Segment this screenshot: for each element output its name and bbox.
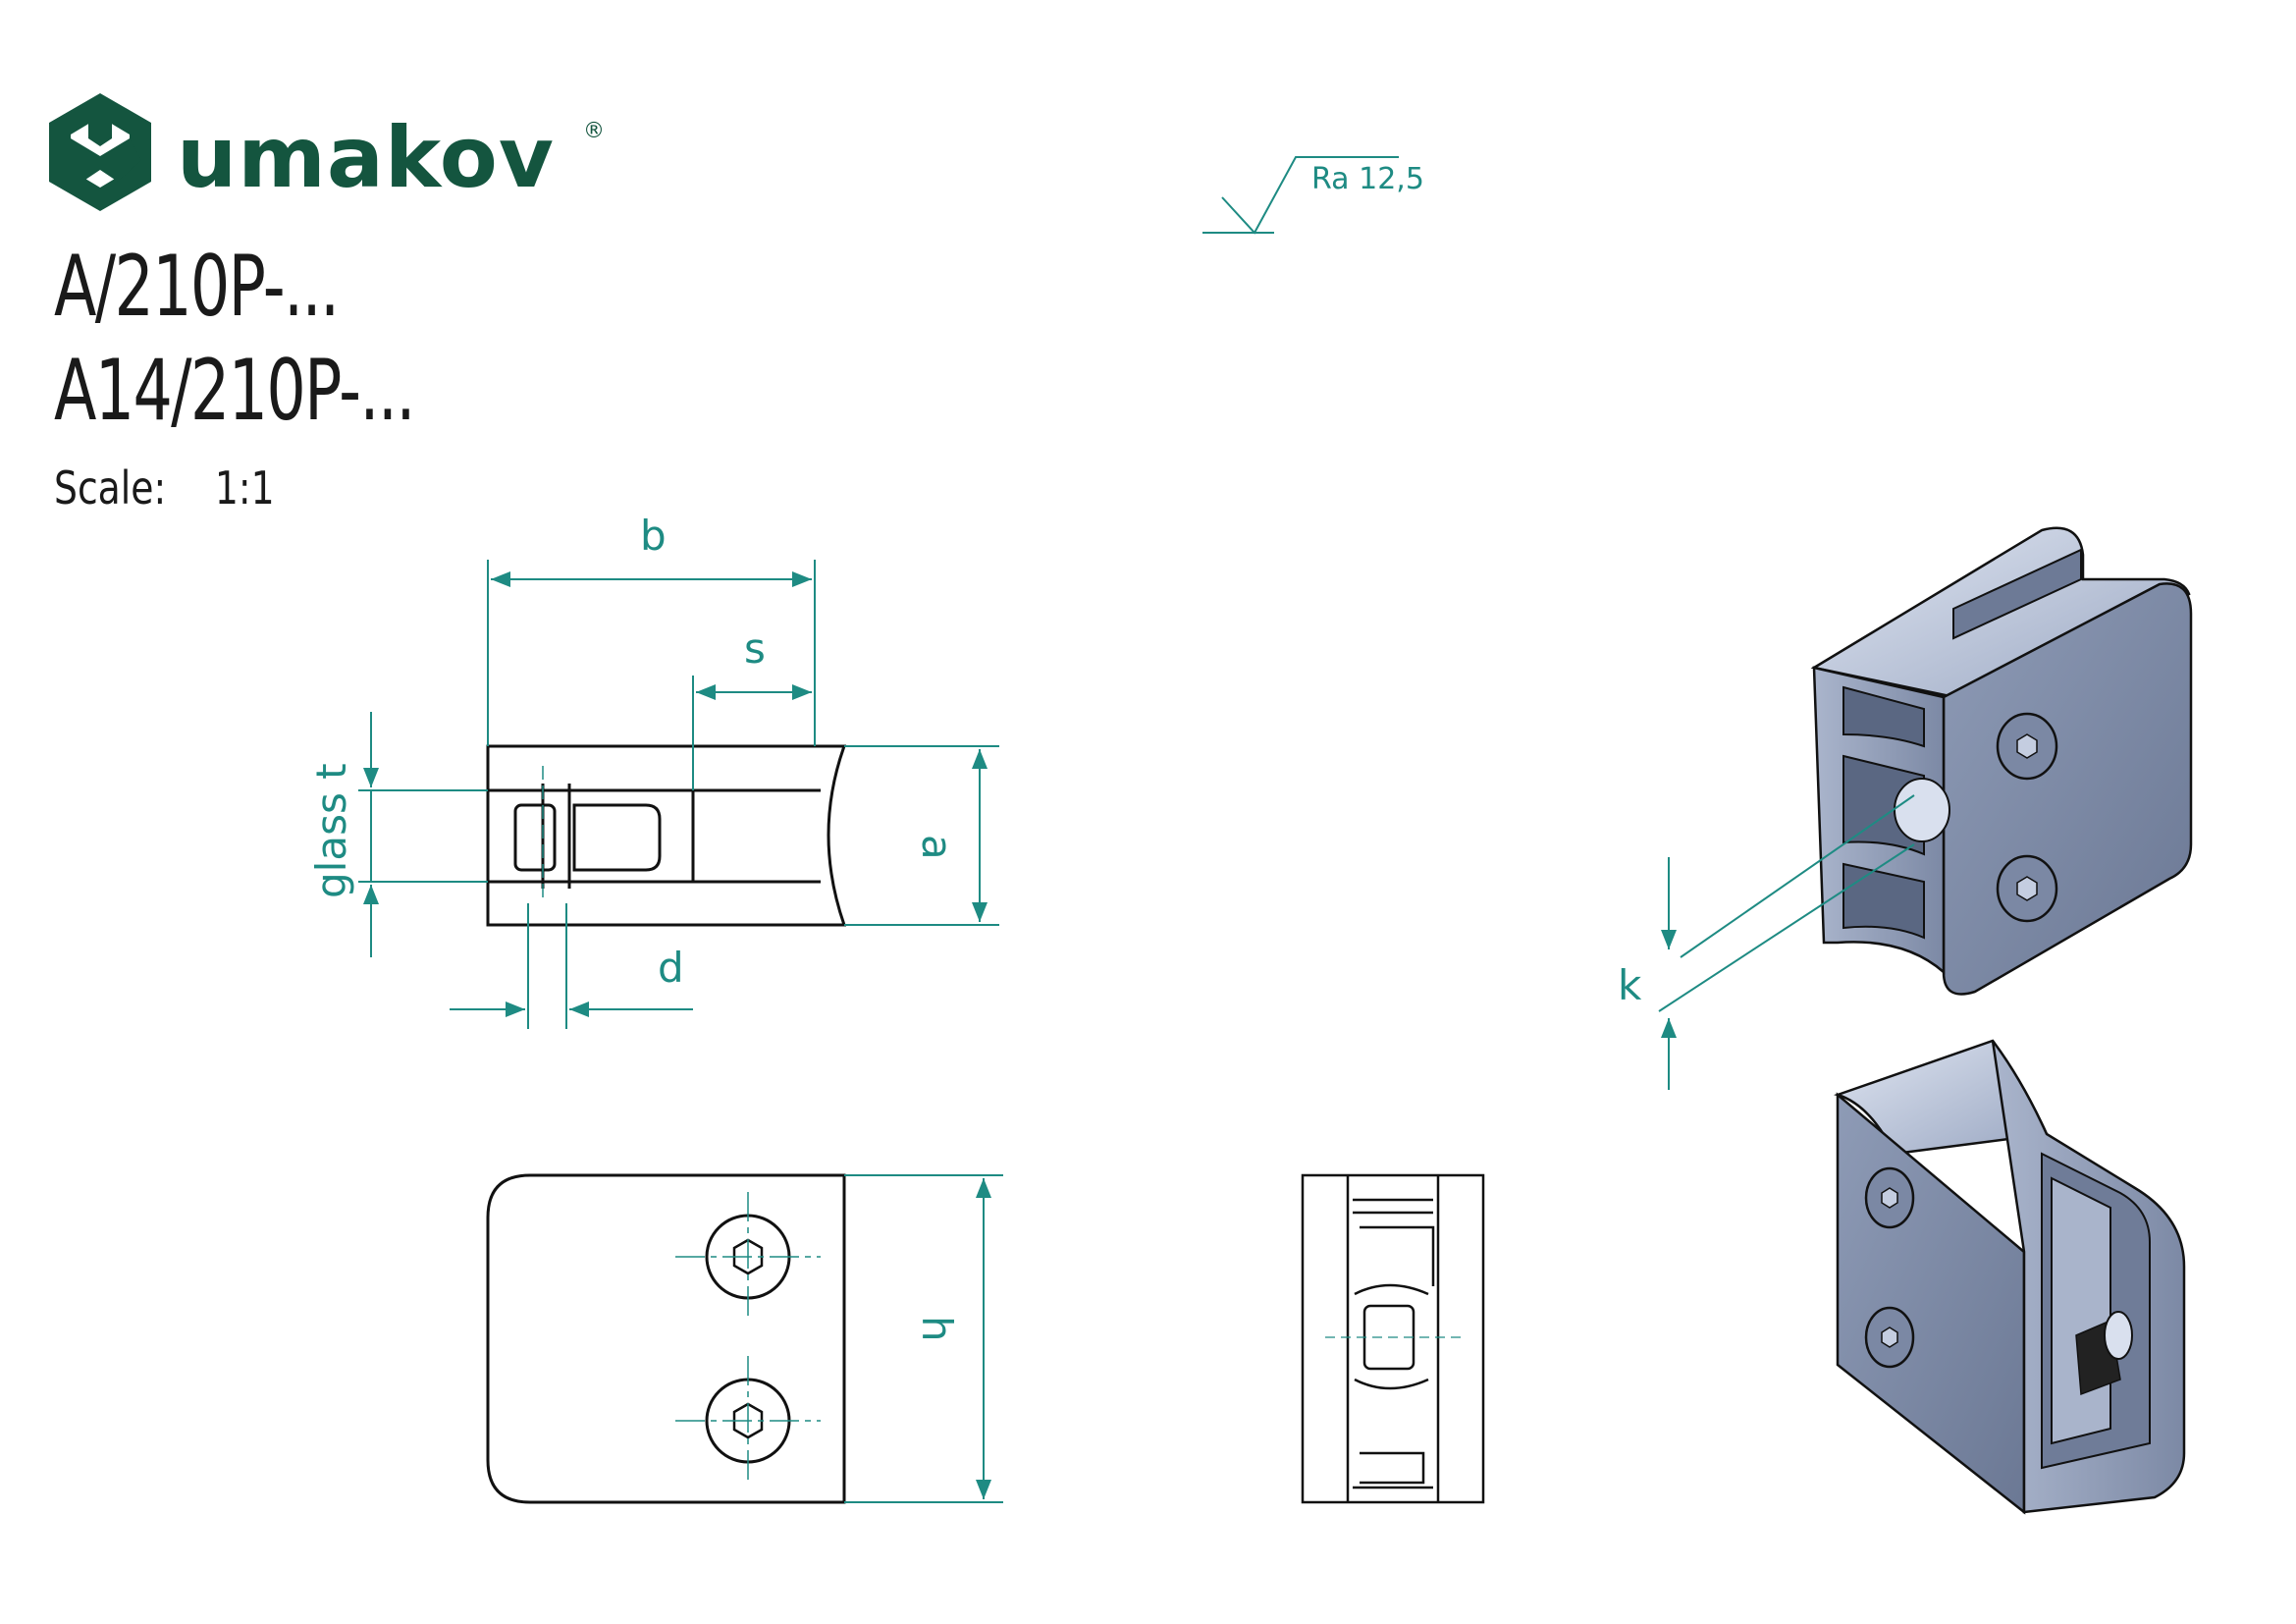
dim-a-label: a — [913, 835, 961, 860]
render-screw-upper — [1996, 712, 2058, 781]
isometric-render-lower — [1833, 1039, 2186, 1515]
surface-roughness-symbol: Ra 12,5 — [1202, 156, 1424, 235]
dim-d-label: d — [658, 944, 684, 992]
scale-label: Scale: — [54, 461, 167, 514]
dim-b-label: b — [640, 512, 667, 560]
umakov-logo: umakov ® — [49, 93, 605, 211]
render-screw-lower-2 — [1864, 1306, 1915, 1369]
render-screw-lower — [1996, 854, 2058, 923]
front-view: b s a glass t d — [307, 512, 999, 1029]
roughness-label: Ra 12,5 — [1311, 162, 1424, 196]
dim-glass-t-label: glass t — [307, 763, 355, 898]
dim-k-label: k — [1618, 961, 1642, 1009]
scale-value: 1:1 — [214, 461, 275, 514]
registered-mark: ® — [583, 119, 605, 143]
top-view: h — [486, 1173, 1003, 1504]
logo-hexagon-icon — [49, 93, 151, 211]
brand-name: umakov — [177, 109, 555, 207]
isometric-render-upper: k — [1618, 526, 2193, 1090]
part-number-title-1: A/210P-... — [54, 238, 340, 336]
dim-s-label: s — [744, 624, 766, 673]
scale-row: Scale: 1:1 — [54, 461, 275, 514]
render-screw-lower-1 — [1864, 1166, 1915, 1229]
part-number-title-2: A14/210P-... — [54, 342, 416, 440]
dim-h-label: h — [913, 1316, 961, 1342]
side-view — [1301, 1173, 1485, 1504]
